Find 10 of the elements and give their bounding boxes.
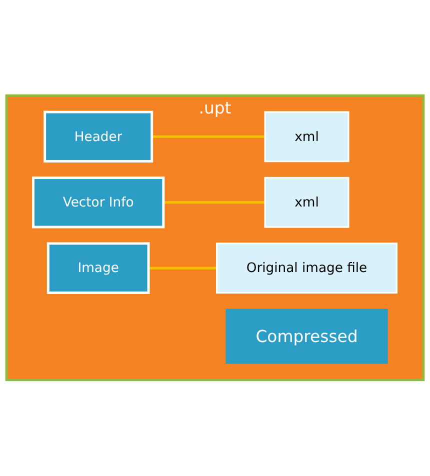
connector: [152, 136, 266, 138]
connector: [163, 201, 266, 204]
node-box: xml: [264, 177, 350, 228]
node-box: xml: [264, 111, 350, 162]
node-box: Original image file: [216, 242, 398, 294]
node-box: Compressed: [226, 309, 388, 364]
node-box: Image: [46, 242, 150, 294]
connector: [148, 267, 217, 270]
node-box: Header: [44, 111, 154, 163]
node-box: Vector Info: [32, 176, 165, 229]
